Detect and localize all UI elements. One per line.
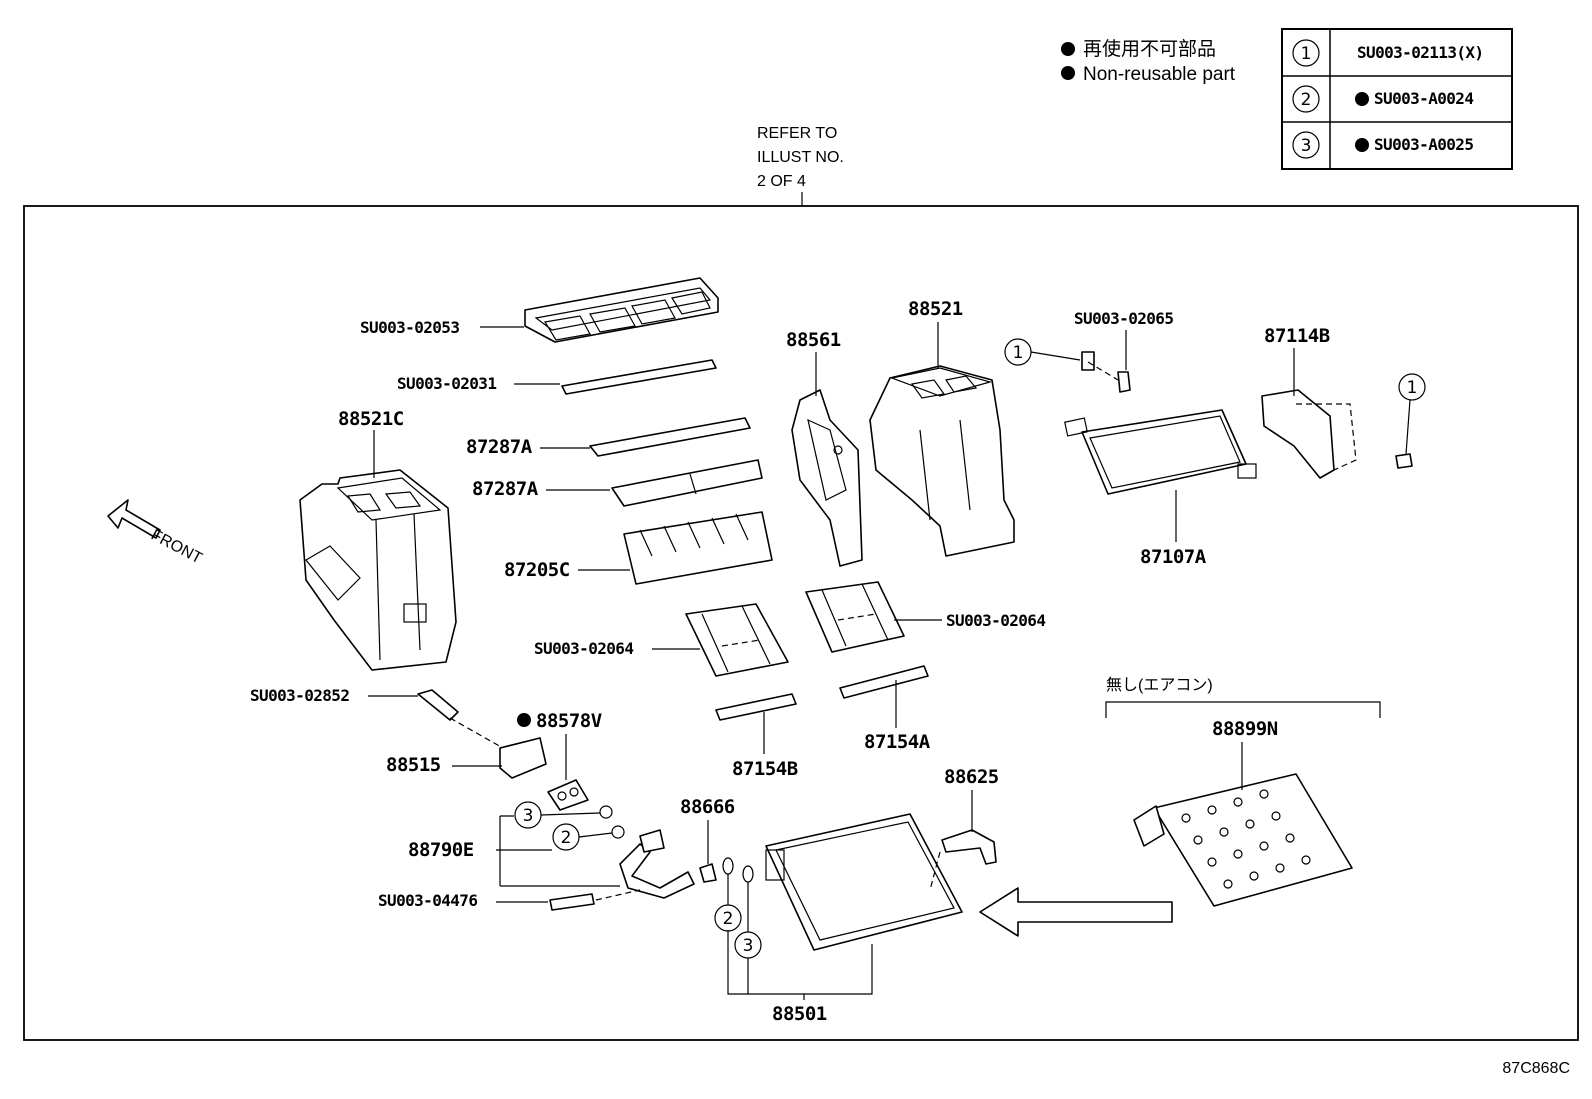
refer-line3: 2 OF 4 bbox=[757, 173, 806, 190]
option-bracket bbox=[1105, 701, 1381, 718]
damper-block-drawing bbox=[623, 511, 773, 585]
part-label-88899N: 88899N bbox=[1212, 718, 1278, 740]
callout-1-upper: 1 bbox=[1004, 338, 1081, 366]
svg-text:3: 3 bbox=[523, 806, 534, 826]
o-ring-icon bbox=[742, 865, 754, 883]
bolt-04476-drawing bbox=[549, 893, 595, 911]
table-ref: 3 bbox=[1301, 136, 1312, 156]
part-label-SU003-04476: SU003-04476 bbox=[378, 891, 477, 910]
clip-icon bbox=[1117, 371, 1131, 393]
part-label-SU003-02065: SU003-02065 bbox=[1074, 309, 1173, 328]
table-row: 2 SU003-A0024 bbox=[1292, 85, 1474, 113]
part-label-SU003-02064-right: SU003-02064 bbox=[946, 611, 1045, 630]
bolt-actuator-drawing bbox=[417, 689, 547, 779]
svg-text:1: 1 bbox=[1407, 378, 1418, 398]
side-panel-drawing bbox=[791, 389, 863, 567]
table-part: SU003-A0025 bbox=[1374, 135, 1473, 154]
heater-core-88899N-drawing bbox=[1133, 773, 1353, 907]
front-arrow: FRONT bbox=[107, 499, 205, 568]
heater-core-drawing bbox=[1064, 409, 1257, 495]
evaporator-drawing bbox=[765, 813, 963, 951]
non-reusable-dot-icon bbox=[1061, 42, 1075, 56]
part-label-87154A: 87154A bbox=[864, 731, 931, 753]
non-reusable-dot-icon bbox=[517, 713, 531, 727]
damper-upper-drawing bbox=[589, 417, 751, 457]
pad-right-drawing bbox=[805, 581, 905, 653]
refer-note: REFER TO ILLUST NO. 2 OF 4 bbox=[757, 125, 844, 206]
part-label-87287A-lower: 87287A bbox=[472, 478, 539, 500]
front-label: FRONT bbox=[148, 527, 205, 568]
part-label-SU003-02031: SU003-02031 bbox=[397, 374, 496, 393]
svg-text:2: 2 bbox=[723, 909, 734, 929]
svg-text:2: 2 bbox=[561, 828, 572, 848]
non-reusable-dot-icon bbox=[1355, 138, 1369, 152]
callout-2-upper: 2 bbox=[552, 823, 613, 851]
table-row: 3 SU003-A0025 bbox=[1292, 131, 1474, 159]
legend-en: Non-reusable part bbox=[1083, 64, 1236, 85]
table-part: SU003-02113(X) bbox=[1357, 43, 1483, 62]
screw-icon bbox=[1081, 351, 1095, 371]
rod-87154A-drawing bbox=[839, 665, 929, 699]
non-reusable-dot-icon bbox=[1061, 66, 1075, 80]
legend: 再使用不可部品 Non-reusable part bbox=[1061, 38, 1236, 85]
pad-left-drawing bbox=[685, 603, 789, 677]
o-ring-icon bbox=[611, 825, 625, 839]
part-label-87287A-upper: 87287A bbox=[466, 436, 533, 458]
svg-text:1: 1 bbox=[1013, 343, 1024, 363]
non-reusable-dot-icon bbox=[1355, 92, 1369, 106]
part-label-88521: 88521 bbox=[908, 298, 963, 320]
part-label-88521C: 88521C bbox=[338, 408, 404, 430]
table-part: SU003-A0024 bbox=[1374, 89, 1473, 108]
table-ref: 1 bbox=[1301, 44, 1312, 64]
expansion-valve-drawing bbox=[619, 829, 695, 899]
part-label-88501: 88501 bbox=[772, 1003, 827, 1025]
filter-frame-drawing bbox=[524, 277, 719, 343]
grommet-drawing bbox=[547, 779, 589, 811]
clip-88666-drawing bbox=[699, 863, 717, 883]
part-label-88561: 88561 bbox=[786, 329, 841, 351]
rod-87154B-drawing bbox=[715, 693, 797, 721]
part-label-88666: 88666 bbox=[680, 796, 735, 818]
sensor-drawing bbox=[941, 829, 997, 865]
refer-line1: REFER TO bbox=[757, 125, 837, 142]
damper-lower-drawing bbox=[611, 459, 763, 507]
part-label-SU003-02852: SU003-02852 bbox=[250, 686, 349, 705]
part-label-87205C: 87205C bbox=[504, 559, 570, 581]
table-ref: 2 bbox=[1301, 90, 1312, 110]
bracket-87114B-drawing bbox=[1261, 389, 1357, 479]
reference-table: 1 SU003-02113(X) 2 SU003-A0024 3 SU003-A… bbox=[1281, 28, 1513, 170]
table-row: 1 SU003-02113(X) bbox=[1292, 39, 1484, 67]
part-label-88790E: 88790E bbox=[408, 839, 474, 861]
callout-3-upper: 3 bbox=[514, 801, 601, 829]
part-label-87114B: 87114B bbox=[1264, 325, 1330, 347]
heater-case-left-drawing bbox=[299, 469, 457, 671]
part-label-SU003-02064-left: SU003-02064 bbox=[534, 639, 633, 658]
part-label-87107A: 87107A bbox=[1140, 546, 1207, 568]
part-label-88578V: 88578V bbox=[536, 710, 602, 732]
seal-strip-drawing bbox=[561, 359, 717, 395]
callout-1-right: 1 bbox=[1398, 373, 1426, 455]
part-label-88515: 88515 bbox=[386, 754, 441, 776]
callout-2-lower: 2 bbox=[714, 874, 742, 932]
option-label: 無し(エアコン) bbox=[1106, 676, 1213, 694]
o-ring-icon bbox=[599, 805, 613, 819]
front-arrow-icon bbox=[107, 499, 161, 539]
part-label-87154B: 87154B bbox=[732, 758, 798, 780]
part-label-SU003-02053: SU003-02053 bbox=[360, 318, 459, 337]
heater-case-right-drawing bbox=[869, 365, 1015, 557]
screw-icon bbox=[1395, 453, 1413, 469]
diagram-code: 87C868C bbox=[1502, 1060, 1570, 1077]
part-label-88625: 88625 bbox=[944, 766, 999, 788]
diagram-frame bbox=[23, 205, 1579, 1041]
legend-ja: 再使用不可部品 bbox=[1083, 38, 1216, 60]
callout-3-lower: 3 bbox=[734, 882, 762, 959]
svg-text:3: 3 bbox=[743, 936, 754, 956]
o-ring-icon bbox=[722, 857, 734, 875]
refer-line2: ILLUST NO. bbox=[757, 149, 844, 166]
replacement-arrow-icon bbox=[979, 887, 1173, 937]
